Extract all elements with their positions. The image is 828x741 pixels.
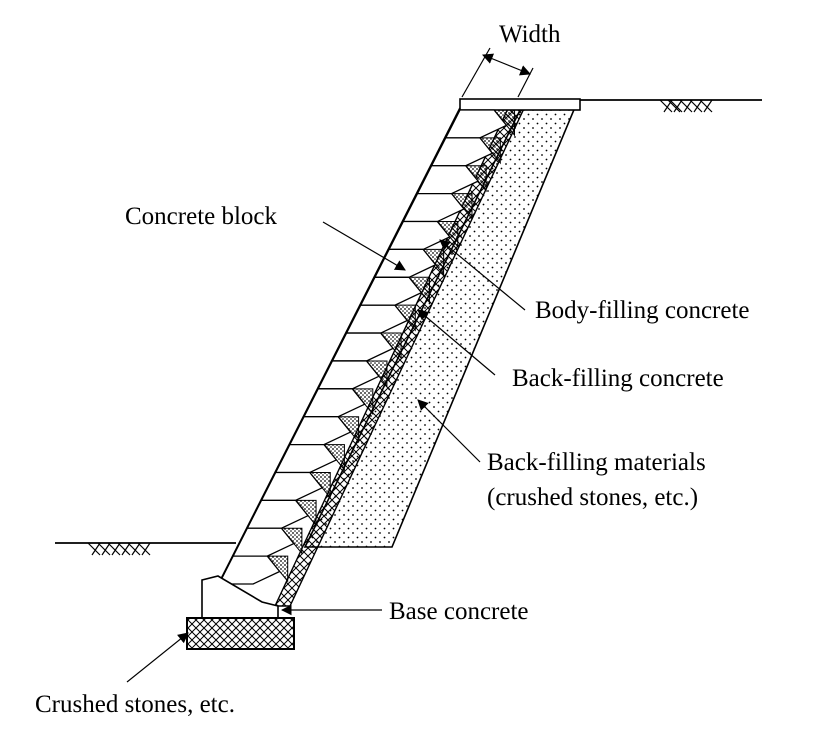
upper-ground xyxy=(580,99,762,113)
crushed-stones-arrow xyxy=(126,632,189,683)
body-filling-concrete xyxy=(266,555,289,583)
lower-ground xyxy=(55,542,236,556)
ground-hatch-icon xyxy=(659,99,713,113)
body-filling-concrete xyxy=(407,276,431,304)
body-filling-concrete xyxy=(365,360,388,388)
back-filling-materials-sub-label: (crushed stones, etc.) xyxy=(487,484,698,511)
ground-hatch-icon xyxy=(87,542,151,556)
body-filling-concrete xyxy=(351,388,374,416)
back-filling-concrete-arrow xyxy=(417,309,496,376)
body-filling-arrow xyxy=(439,239,526,311)
body-filling-concrete xyxy=(393,304,416,332)
body-filling-concrete xyxy=(436,221,459,249)
concrete-block-label: Concrete block xyxy=(125,203,278,230)
top-cap xyxy=(459,98,581,111)
body-filling-concrete xyxy=(493,109,516,137)
crushed-stones-label: Crushed stones, etc. xyxy=(35,691,235,718)
wall-front-face xyxy=(217,107,461,586)
back-filling-concrete-label: Back-filling concrete xyxy=(512,365,724,392)
body-filling-concrete xyxy=(464,165,487,193)
back-filling-materials-label: Back-filling materials xyxy=(487,449,706,476)
body-filling-label: Body-filling concrete xyxy=(535,297,750,324)
body-filling-concrete xyxy=(294,499,317,527)
concrete-block-column xyxy=(217,109,516,585)
body-filling-concrete xyxy=(308,471,331,499)
body-filling-concrete xyxy=(422,248,445,276)
crushed-stones-base xyxy=(186,617,295,650)
body-filling-concrete xyxy=(322,444,345,472)
back-filling-materials-arrow xyxy=(417,399,481,463)
width-dimension xyxy=(461,47,534,98)
body-filling-concrete xyxy=(478,137,501,165)
width-label: Width xyxy=(499,21,561,48)
body-filling-concrete xyxy=(450,193,473,221)
body-filling-concrete xyxy=(280,527,303,555)
body-filling-concrete xyxy=(337,416,360,444)
base-concrete-label: Base concrete xyxy=(389,598,529,625)
body-filling-concrete xyxy=(379,332,402,360)
concrete-block-arrow xyxy=(322,221,406,271)
